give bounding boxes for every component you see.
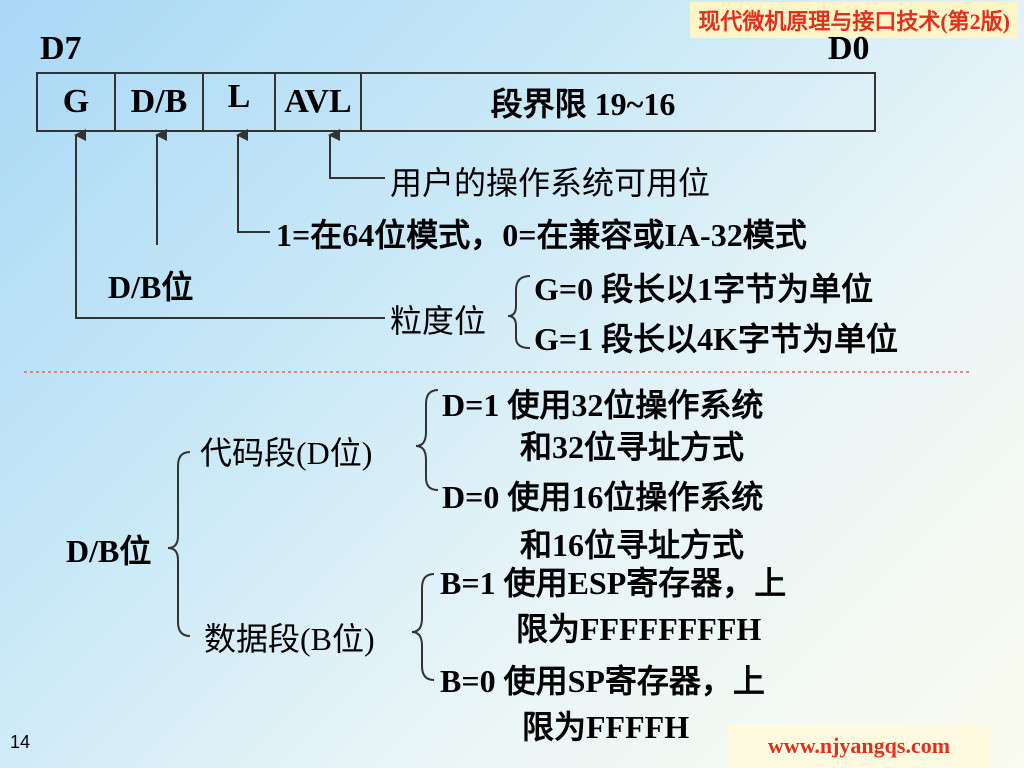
d0-line2: 和16位寻址方式 xyxy=(520,527,745,563)
bit-low-label: D0 xyxy=(828,30,870,67)
cell-divider xyxy=(360,74,362,130)
b0-line2: 限为FFFFH xyxy=(522,709,690,745)
g-arrow xyxy=(74,129,385,319)
bit-high-label: D7 xyxy=(40,30,82,67)
field-db: D/B xyxy=(130,83,188,120)
g0-description: G=0 段长以1字节为单位 xyxy=(534,271,874,307)
cell-divider xyxy=(114,74,116,130)
field-segment-limit: 段界限 19~16 xyxy=(490,86,676,122)
brace-db-root xyxy=(167,451,191,637)
field-g: G xyxy=(62,83,90,120)
db-tree-root: D/B位 xyxy=(66,533,152,569)
b0-line1: B=0 使用SP寄存器，上 xyxy=(440,663,765,699)
field-l: L xyxy=(227,78,251,115)
cell-divider xyxy=(274,74,276,130)
avl-description: 用户的操作系统可用位 xyxy=(390,165,711,201)
brace-g xyxy=(507,275,531,349)
granularity-label: 粒度位 xyxy=(390,303,487,339)
cell-divider xyxy=(202,74,204,130)
brace-code-segment xyxy=(415,389,439,491)
g1-description: G=1 段长以4K字节为单位 xyxy=(534,321,899,357)
avl-arrow xyxy=(328,129,385,179)
b1-line2: 限为FFFFFFFFH xyxy=(516,611,762,647)
data-segment-label: 数据段(B位) xyxy=(204,621,375,657)
b1-line1: B=1 使用ESP寄存器，上 xyxy=(440,565,787,601)
field-avl: AVL xyxy=(284,83,352,120)
code-segment-label: 代码段(D位) xyxy=(200,435,373,471)
d1-line1: D=1 使用32位操作系统 xyxy=(442,387,764,423)
footer-url: www.njyangqs.com xyxy=(728,724,990,768)
page-number: 14 xyxy=(10,732,31,752)
brace-data-segment xyxy=(411,573,435,681)
slide-header-title: 现代微机原理与接口技术(第2版) xyxy=(690,2,1018,38)
descriptor-byte-table: G D/B L AVL 段界限 19~16 xyxy=(36,72,876,132)
d1-line2: 和32位寻址方式 xyxy=(520,429,745,465)
l-arrow xyxy=(236,129,270,233)
l-description: 1=在64位模式，0=在兼容或IA-32模式 xyxy=(276,217,807,253)
d0-line1: D=0 使用16位操作系统 xyxy=(442,479,764,515)
db-bit-label: D/B位 xyxy=(108,269,194,305)
